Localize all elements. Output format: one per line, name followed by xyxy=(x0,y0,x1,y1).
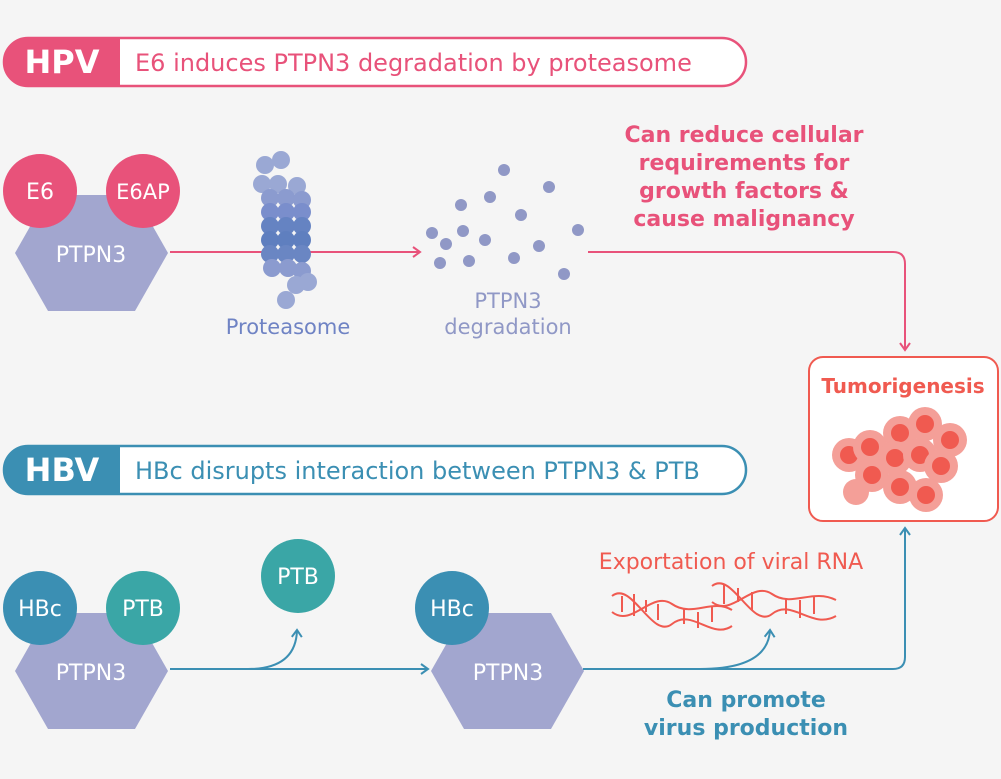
degradation-dots xyxy=(426,164,584,280)
hpv-effect-text: Can reduce cellular requirements for gro… xyxy=(624,123,863,232)
hbv-arrow-to-rna xyxy=(699,628,776,670)
hpv-effect-line-3: growth factors & xyxy=(639,179,849,204)
tumor-box: Tumorigenesis xyxy=(808,356,999,522)
tumor-label: Tumorigenesis xyxy=(821,374,984,398)
hbc-circle-2 xyxy=(415,571,489,645)
hbv-effect-text: Can promote virus production xyxy=(644,688,848,741)
hbv-complex: PTPN3 HBc PTB xyxy=(3,571,180,729)
hpv-complex: PTPN3 E6 E6AP xyxy=(3,154,180,311)
e6-label: E6 xyxy=(26,180,54,205)
hpv-effect-line-1: Can reduce cellular xyxy=(624,123,863,148)
ptb-circle xyxy=(106,571,180,645)
hbv-complex-2: PTPN3 HBc xyxy=(415,571,584,729)
hpv-header: HPV E6 induces PTPN3 degradation by prot… xyxy=(2,36,748,88)
degradation-label-1: PTPN3 xyxy=(474,289,541,313)
proteasome-label: Proteasome xyxy=(226,315,351,339)
degradation-label-2: degradation xyxy=(444,315,572,339)
rna-label: Exportation of viral RNA xyxy=(599,550,863,575)
hpv-effect-line-4: cause malignancy xyxy=(633,207,854,232)
hbv-arrow-to-ptb xyxy=(247,628,303,670)
ptpn3-label: PTPN3 xyxy=(56,243,126,268)
e6ap-circle xyxy=(106,154,180,228)
hbv-header: HBV HBc disrupts interaction between PTP… xyxy=(2,444,748,496)
hbc-circle xyxy=(3,571,77,645)
ptpn3-hexagon-2 xyxy=(431,613,584,729)
proteasome-icon xyxy=(253,151,317,309)
hbv-title: HBc disrupts interaction between PTPN3 &… xyxy=(135,457,700,485)
viral-rna-icon xyxy=(611,582,837,631)
e6ap-label: E6AP xyxy=(116,180,170,204)
hpv-arrow-to-tumor xyxy=(588,251,911,352)
hbc-label: HBc xyxy=(18,597,62,622)
ptb-label: PTB xyxy=(122,597,164,622)
hbv-arrow-to-tumor xyxy=(583,526,911,670)
e6-circle xyxy=(3,154,77,228)
tumor-cells-icon xyxy=(832,407,967,512)
hbv-tag: HBV xyxy=(25,451,100,489)
ptpn3-label-2: PTPN3 xyxy=(473,661,543,686)
hbv-effect-line-2: virus production xyxy=(644,716,848,741)
hpv-effect-line-2: requirements for xyxy=(639,151,850,176)
hpv-tag: HPV xyxy=(25,43,100,81)
hbv-ptpn3-label: PTPN3 xyxy=(56,661,126,686)
ptb-released-circle xyxy=(261,539,335,613)
hpv-title: E6 induces PTPN3 degradation by proteaso… xyxy=(135,49,692,77)
hbc-label-2: HBc xyxy=(430,597,474,622)
hbv-effect-line-1: Can promote xyxy=(666,688,826,713)
ptb-released-label: PTB xyxy=(277,565,319,590)
